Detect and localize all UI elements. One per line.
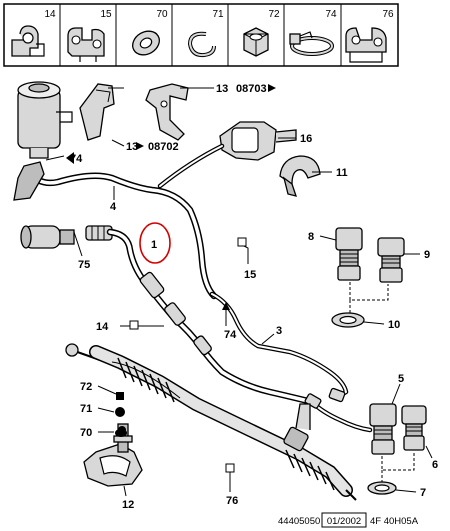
callout-8: 8 bbox=[308, 231, 314, 243]
leader-75 bbox=[73, 231, 83, 257]
leader-lines bbox=[45, 87, 433, 497]
arrow-08702 bbox=[136, 142, 144, 150]
leader-15 bbox=[243, 245, 249, 264]
callout-13-upper: 13 bbox=[216, 83, 228, 95]
hose-4 bbox=[13, 161, 218, 300]
leader-5 bbox=[391, 383, 401, 405]
leader-8 bbox=[319, 235, 337, 241]
arrow-08703 bbox=[268, 84, 276, 92]
callout-74-upper: 74 bbox=[70, 153, 83, 165]
callout-10: 10 bbox=[388, 319, 400, 331]
fluid-reservoir bbox=[17, 81, 73, 159]
double-clip-icon bbox=[67, 27, 105, 62]
arrow-74-lower bbox=[222, 302, 230, 310]
leader-72 bbox=[97, 385, 117, 395]
box-15 bbox=[237, 237, 247, 247]
box-76 bbox=[225, 463, 235, 473]
bracket-clip-icon bbox=[345, 27, 387, 63]
return-pipe-3 bbox=[209, 291, 373, 433]
callout-74-lower: 74 bbox=[224, 329, 237, 341]
box-14 bbox=[129, 320, 139, 330]
callout-9: 9 bbox=[424, 249, 430, 261]
arrow-74-upper bbox=[66, 152, 74, 164]
ref-08703: 08703 bbox=[236, 83, 267, 95]
callout-14: 14 bbox=[96, 321, 109, 333]
callout-labels: 1 3 4 5 6 7 8 9 10 11 12 13 13 14 15 16 … bbox=[70, 83, 438, 511]
callout-12: 12 bbox=[122, 499, 134, 511]
callout-11: 11 bbox=[336, 167, 348, 179]
nut-72-glyph bbox=[116, 392, 124, 400]
footer-strip: 44405050 01/2002 4F 40H05A bbox=[278, 512, 419, 528]
rack-mount-clamp bbox=[83, 423, 143, 487]
rack-bellows-right bbox=[285, 449, 335, 491]
fastener-header: 14 15 70 71 72 74 76 bbox=[3, 3, 399, 67]
header-ref-70: 70 bbox=[156, 9, 168, 20]
callout-72: 72 bbox=[80, 381, 92, 393]
hose-1-pressure bbox=[106, 228, 316, 406]
steering-rack bbox=[65, 343, 357, 501]
hose-clamp-icon bbox=[289, 31, 334, 56]
callout-1: 1 bbox=[151, 239, 157, 251]
hex-nut-icon bbox=[243, 27, 269, 57]
union-6 bbox=[401, 405, 427, 451]
callout-76: 76 bbox=[226, 495, 238, 507]
washer-icon bbox=[132, 30, 160, 56]
header-ref-15: 15 bbox=[100, 9, 112, 20]
footer-code: 44405050 bbox=[278, 516, 320, 527]
washer-70-glyph bbox=[115, 429, 127, 437]
callout-4: 4 bbox=[110, 201, 117, 213]
grommet bbox=[279, 155, 321, 197]
callout-16: 16 bbox=[300, 133, 312, 145]
header-ref-71: 71 bbox=[212, 9, 224, 20]
callout-5: 5 bbox=[398, 373, 404, 385]
callout-7: 7 bbox=[420, 487, 426, 499]
circlip-icon bbox=[187, 31, 216, 58]
inline-filter bbox=[20, 225, 75, 249]
assembly-dashline-upper bbox=[349, 282, 389, 301]
footer-date-box bbox=[321, 512, 367, 528]
header-ref-76: 76 bbox=[382, 9, 394, 20]
rack-bellows-left bbox=[111, 357, 181, 403]
callout-70: 70 bbox=[80, 427, 92, 439]
ref-08702: 08702 bbox=[148, 141, 179, 153]
leader-3 bbox=[261, 333, 275, 345]
mounting-bracket-lower bbox=[79, 83, 115, 141]
leader-6 bbox=[425, 445, 433, 459]
callout-15: 15 bbox=[244, 269, 256, 281]
callout-6: 6 bbox=[432, 459, 438, 471]
union-9 bbox=[377, 237, 405, 283]
circlip-71-glyph bbox=[115, 407, 125, 417]
callout-75: 75 bbox=[78, 259, 90, 271]
highlight-circle-item-1 bbox=[139, 222, 171, 264]
header-ref-74: 74 bbox=[325, 9, 337, 20]
union-8 bbox=[335, 227, 363, 281]
leader-7 bbox=[395, 489, 417, 493]
callout-13-lower: 13 bbox=[126, 141, 138, 153]
callout-3: 3 bbox=[276, 325, 282, 337]
leader-71 bbox=[97, 407, 115, 413]
cable-clip-icon bbox=[11, 25, 45, 57]
rubber-support bbox=[219, 121, 297, 161]
seal-10 bbox=[331, 312, 365, 328]
footer-date: 01/2002 bbox=[327, 516, 361, 527]
assembly-dashline-lower bbox=[381, 452, 415, 471]
callout-71: 71 bbox=[80, 403, 92, 415]
leader-12 bbox=[123, 485, 127, 497]
header-ref-14: 14 bbox=[44, 9, 56, 20]
footer-suffix: 4F 40H05A bbox=[370, 516, 419, 527]
seal-7 bbox=[367, 481, 397, 495]
mounting-bracket-upper bbox=[145, 83, 189, 141]
leader-13c bbox=[111, 139, 125, 147]
leader-10 bbox=[363, 321, 385, 325]
header-ref-72: 72 bbox=[268, 9, 280, 20]
union-5 bbox=[369, 403, 397, 455]
leader-74a bbox=[45, 155, 65, 161]
